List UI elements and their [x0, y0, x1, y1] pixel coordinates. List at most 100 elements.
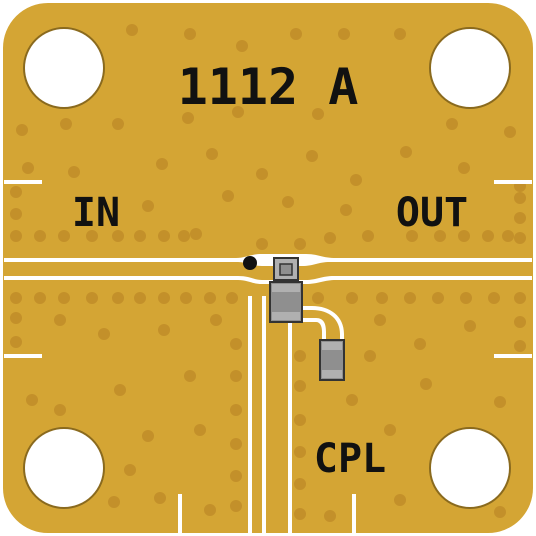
- via: [312, 108, 324, 120]
- mounting-hole-bottom-left: [23, 427, 105, 509]
- via: [10, 336, 22, 348]
- via-field: [10, 24, 526, 522]
- via: [16, 124, 28, 136]
- via: [312, 292, 324, 304]
- coupled-line-gap-left: [248, 296, 252, 534]
- mounting-hole-top-right: [429, 27, 511, 109]
- via: [294, 414, 306, 426]
- via: [376, 292, 388, 304]
- via: [294, 380, 306, 392]
- via: [364, 350, 376, 362]
- via: [406, 230, 418, 242]
- via: [404, 292, 416, 304]
- via: [58, 292, 70, 304]
- mounting-hole-top-left: [23, 27, 105, 109]
- via: [134, 292, 146, 304]
- via: [420, 378, 432, 390]
- via: [230, 470, 242, 482]
- cpl-resistor-terminal-top: [322, 342, 342, 350]
- via: [158, 230, 170, 242]
- via: [514, 340, 526, 352]
- via: [340, 204, 352, 216]
- via: [394, 28, 406, 40]
- via: [114, 384, 126, 396]
- via: [204, 292, 216, 304]
- via: [34, 230, 46, 242]
- via: [190, 228, 202, 240]
- via: [180, 292, 192, 304]
- port-out-label: OUT: [396, 190, 468, 236]
- via: [256, 168, 268, 180]
- via: [282, 196, 294, 208]
- via: [460, 292, 472, 304]
- coupled-line-gap-inner: [288, 318, 292, 534]
- via: [98, 328, 110, 340]
- through-line-gap-lower: [4, 276, 532, 284]
- via: [230, 500, 242, 512]
- via: [112, 292, 124, 304]
- via: [494, 396, 506, 408]
- right-notch-bottom: [494, 354, 532, 358]
- via: [60, 118, 72, 130]
- via: [504, 126, 516, 138]
- via: [22, 162, 34, 174]
- bottom-notch-left: [178, 494, 182, 534]
- via: [324, 232, 336, 244]
- via: [502, 230, 514, 242]
- via: [26, 394, 38, 406]
- bottom-notch-right: [352, 494, 356, 534]
- via: [86, 292, 98, 304]
- through-line-gap: [4, 254, 532, 266]
- chip-top-body: [279, 263, 293, 276]
- via: [432, 292, 444, 304]
- via: [194, 424, 206, 436]
- via: [362, 230, 374, 242]
- via: [236, 40, 248, 52]
- via: [10, 186, 22, 198]
- via: [414, 338, 426, 350]
- via: [86, 230, 98, 242]
- via: [290, 28, 302, 40]
- via: [514, 212, 526, 224]
- via: [226, 292, 238, 304]
- via: [206, 148, 218, 160]
- via: [142, 430, 154, 442]
- via: [400, 146, 412, 158]
- via: [230, 404, 242, 416]
- via: [112, 118, 124, 130]
- via: [158, 292, 170, 304]
- via: [494, 506, 506, 518]
- via: [514, 192, 526, 204]
- via: [294, 446, 306, 458]
- via: [346, 292, 358, 304]
- port-in-label: IN: [72, 190, 120, 236]
- via: [458, 230, 470, 242]
- via: [34, 292, 46, 304]
- via: [394, 494, 406, 506]
- via: [68, 166, 80, 178]
- via: [158, 324, 170, 336]
- coupler-chip-terminal-top: [272, 284, 300, 292]
- trace-gaps: [4, 180, 532, 534]
- via: [294, 350, 306, 362]
- mounting-holes: [23, 27, 511, 509]
- via: [488, 292, 500, 304]
- components: [243, 256, 345, 381]
- via: [482, 230, 494, 242]
- via: [184, 370, 196, 382]
- via: [256, 238, 268, 250]
- mounting-hole-bottom-right: [429, 427, 511, 509]
- via: [446, 118, 458, 130]
- via: [156, 158, 168, 170]
- via: [338, 28, 350, 40]
- port-cpl-label: CPL: [314, 436, 386, 482]
- via: [178, 230, 190, 242]
- via: [346, 394, 358, 406]
- via: [108, 496, 120, 508]
- left-notch-bottom: [4, 354, 42, 358]
- via: [10, 292, 22, 304]
- via: [374, 314, 386, 326]
- pin1-marker: [243, 256, 257, 270]
- via: [10, 312, 22, 324]
